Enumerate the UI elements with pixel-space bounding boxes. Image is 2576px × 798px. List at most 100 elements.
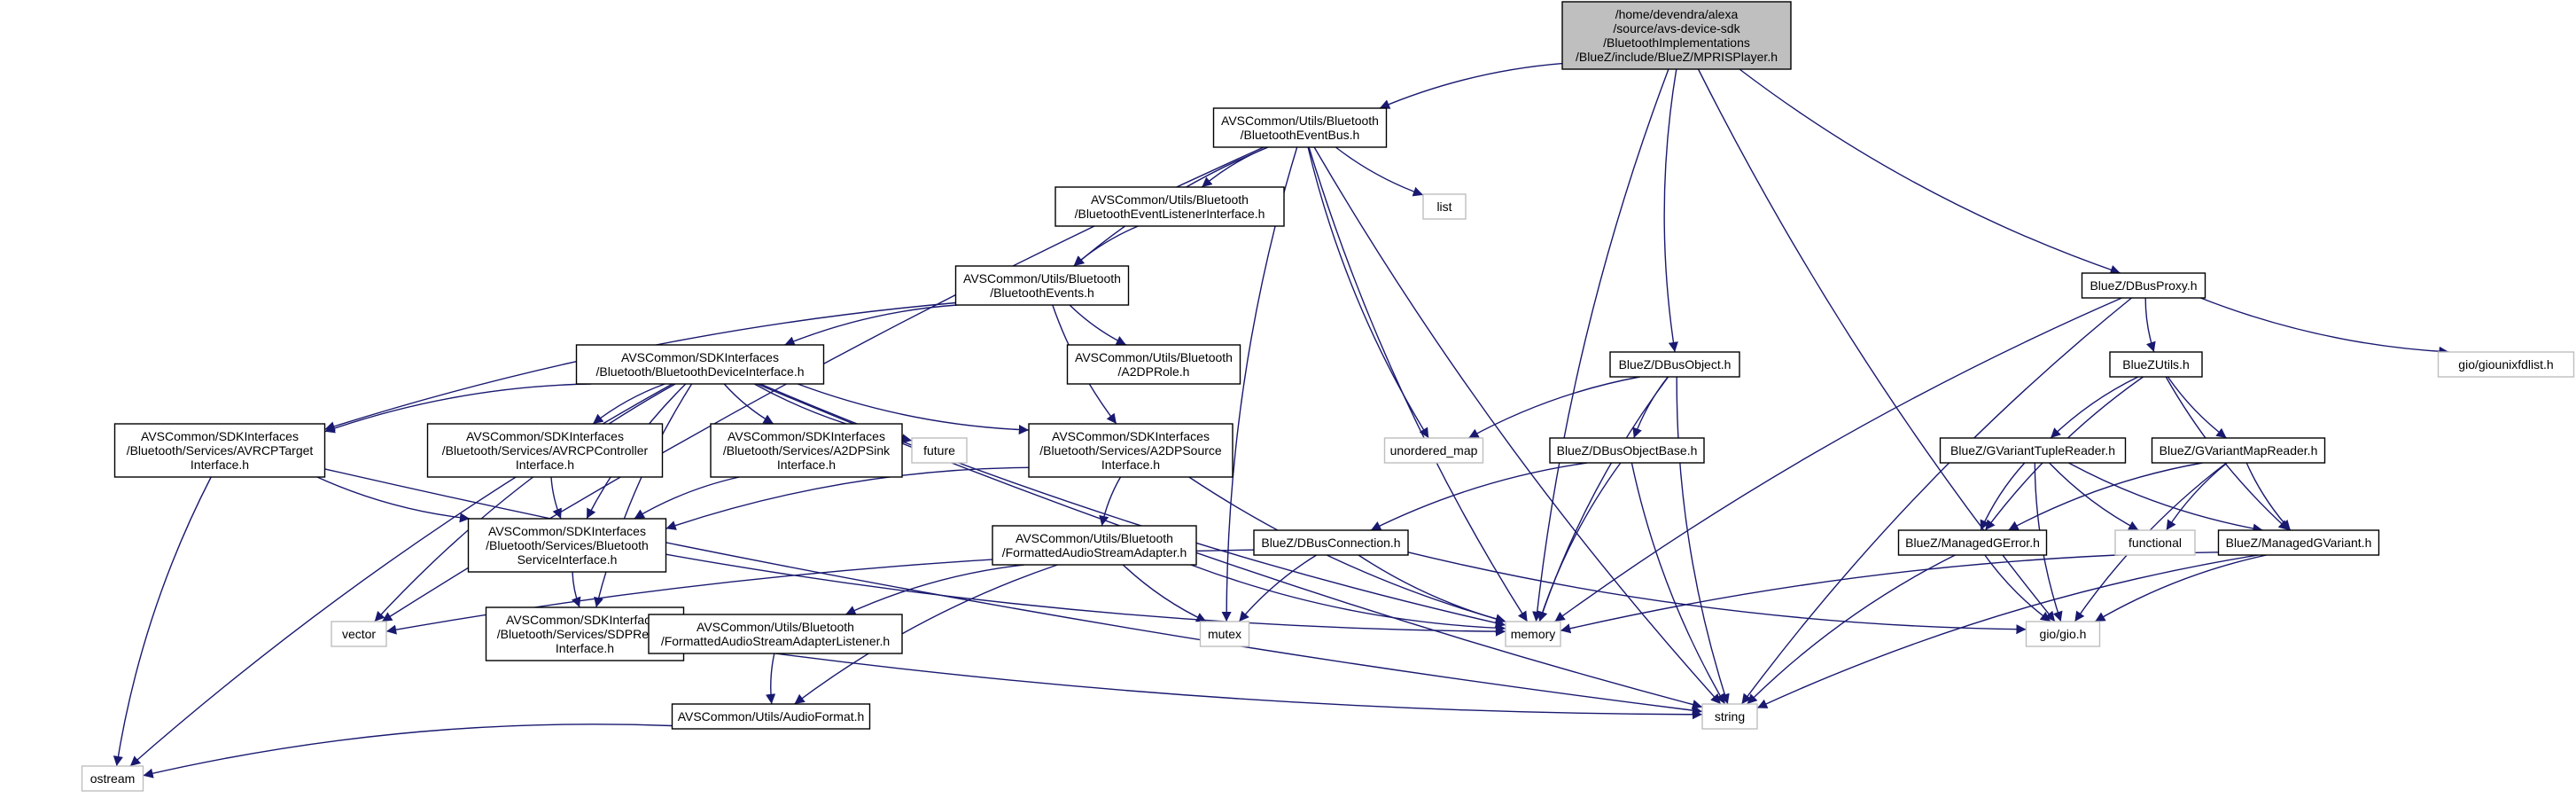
node-label-line: BlueZ/DBusObject.h [1619,357,1732,372]
node-box [1383,437,1484,464]
node-box [2217,529,2380,556]
node-avrcpctrl[interactable]: AVSCommon/SDKInterfaces/Bluetooth/Servic… [426,423,664,478]
edge-dbusobjectbase-to-dbusconn [1370,462,1588,531]
node-box [2081,272,2206,299]
edge-dbusobject-to-unordered [1467,376,1640,439]
edge-deviceif-to-vector [374,383,676,622]
node-functional: functional [2114,529,2196,556]
edge-dbusconn-to-mutex [1238,554,1318,622]
node-box [113,423,326,478]
node-events[interactable]: AVSCommon/Utils/Bluetooth/BluetoothEvent… [954,265,1130,306]
node-label-line: unordered_map [1390,443,1478,458]
node-box [2151,437,2326,464]
node-label-line: AVSCommon/Utils/Bluetooth [963,271,1121,286]
node-box [467,518,667,573]
node-box [81,765,144,792]
node-a2dpsink[interactable]: AVSCommon/SDKInterfaces/Bluetooth/Servic… [710,423,903,478]
node-gvtuple[interactable]: BlueZ/GVariantTupleReader.h [1939,437,2127,464]
node-label-line: /FormattedAudioStreamAdapterListener.h [661,634,890,648]
node-box [710,423,903,478]
node-label-line: /BluetoothImplementations [1603,35,1750,50]
node-dbusconn[interactable]: BlueZ/DBusConnection.h [1253,529,1409,556]
node-box [2437,351,2575,378]
node-box [1212,107,1388,148]
edge-a2dpsource-to-fasa [1099,476,1122,527]
node-label-line: AVSCommon/SDKInterfaces [728,429,885,443]
node-label-line: BlueZ/ManagedGError.h [1905,536,2040,550]
node-dbusproxy[interactable]: BlueZ/DBusProxy.h [2081,272,2206,299]
node-box [911,437,968,464]
edge-dbusconn-to-gio [1407,552,2027,635]
node-list: list [1422,193,1467,220]
edge-deviceif-to-a2dpsink [723,383,774,425]
node-label-line: BlueZ/GVariantMapReader.h [2160,443,2318,458]
node-box [331,621,387,647]
node-fasal[interactable]: AVSCommon/Utils/Bluetooth/FormattedAudio… [648,614,903,654]
node-managedvariant[interactable]: BlueZ/ManagedGVariant.h [2217,529,2380,556]
node-label-line: AVSCommon/SDKInterfaces [1052,429,1210,443]
node-eventbus[interactable]: AVSCommon/Utils/Bluetooth/BluetoothEvent… [1212,107,1388,148]
node-label-line: AVSCommon/SDKInterfaces [621,350,779,364]
edge-gvmap-to-functional [2166,462,2228,531]
edge-deviceif-to-memory [759,383,1506,628]
node-root[interactable]: /home/devendra/alexa/source/avs-device-s… [1561,1,1792,70]
node-label-line: /Bluetooth/Services/Bluetooth [486,538,649,552]
edge-eventbus-to-listener [1201,146,1268,188]
node-label-line: /BluetoothEventListenerInterface.h [1075,207,1265,221]
edge-managederror-to-string [1747,554,1956,705]
edge-events-to-a2dprole [1069,304,1127,346]
node-label-line: AVSCommon/Utils/Bluetooth [1221,113,1379,128]
node-label-line: BlueZ/GVariantTupleReader.h [1950,443,2115,458]
node-serviceif[interactable]: AVSCommon/SDKInterfaces/Bluetooth/Servic… [467,518,667,573]
node-bluezutils[interactable]: BlueZUtils.h [2109,351,2203,378]
node-gvmap[interactable]: BlueZ/GVariantMapReader.h [2151,437,2326,464]
edge-deviceif-to-a2dpsource [797,383,1030,435]
node-box [1939,437,2127,464]
edge-avrcpctrl-to-serviceif [550,476,562,520]
edge-dbusobjectbase-to-memory [1537,462,1622,622]
node-label-line: /BlueZ/include/BlueZ/MPRISPlayer.h [1576,50,1778,64]
node-deviceif[interactable]: AVSCommon/SDKInterfaces/Bluetooth/Blueto… [575,344,825,385]
node-label-line: list [1436,200,1451,214]
edge-avrcptarget-to-serviceif [316,476,471,523]
edge-avrcptarget-to-ostream [113,476,212,767]
node-fasa[interactable]: AVSCommon/Utils/Bluetooth/FormattedAudio… [992,525,1197,566]
node-box [1561,1,1792,70]
node-label-line: vector [342,627,376,641]
edge-eventbus-to-string [1313,146,1722,705]
node-a2dpsource[interactable]: AVSCommon/SDKInterfaces/Bluetooth/Servic… [1028,423,1234,478]
node-dbusobject[interactable]: BlueZ/DBusObject.h [1609,351,1740,378]
node-label-line: /source/avs-device-sdk [1613,21,1740,35]
node-label-line: future [923,443,955,458]
edge-serviceif-to-sdprecord [571,571,581,608]
node-box [954,265,1130,306]
node-label-line: BlueZ/ManagedGVariant.h [2226,536,2372,550]
node-audioformat[interactable]: AVSCommon/Utils/AudioFormat.h [671,703,871,730]
node-box [1549,437,1705,464]
node-mutex: mutex [1199,621,1250,647]
edge-gvtuple-to-managedvariant [2068,462,2263,534]
node-label-line: functional [2129,536,2182,550]
edge-gvmap-to-managedvariant [2245,462,2292,531]
edge-fasa-to-mutex [1122,564,1207,622]
node-dbusobjectbase[interactable]: BlueZ/DBusObjectBase.h [1549,437,1705,464]
edge-a2dpsink-to-serviceif [634,476,740,520]
node-a2dprole[interactable]: AVSCommon/Utils/Bluetooth/A2DPRole.h [1066,344,1241,385]
edge-bluezutils-to-gvtuple [2050,376,2139,439]
edge-root-to-dbusproxy [1739,68,2121,275]
node-label-line: /home/devendra/alexa [1615,7,1739,21]
node-giounix: gio/giounixfdlist.h [2437,351,2575,378]
node-label-line: AVSCommon/SDKInterfaces [141,429,299,443]
edge-a2dpsource-to-serviceif [665,466,1030,530]
node-label-line: Interface.h [191,458,249,472]
node-avrcptarget[interactable]: AVSCommon/SDKInterfaces/Bluetooth/Servic… [113,423,326,478]
node-box [1701,703,1758,730]
node-label-line: /Bluetooth/Services/SDPRecord [497,627,673,641]
edge-fasa-to-memory [1190,564,1506,633]
edge-managedvariant-to-gio [2094,554,2267,622]
node-label-line: BlueZ/DBusConnection.h [1261,536,1400,550]
node-box [1028,423,1234,478]
node-label-line: /BluetoothEvents.h [990,286,1094,300]
node-listener[interactable]: AVSCommon/Utils/Bluetooth/BluetoothEvent… [1055,186,1285,227]
node-managederror[interactable]: BlueZ/ManagedGError.h [1897,529,2048,556]
